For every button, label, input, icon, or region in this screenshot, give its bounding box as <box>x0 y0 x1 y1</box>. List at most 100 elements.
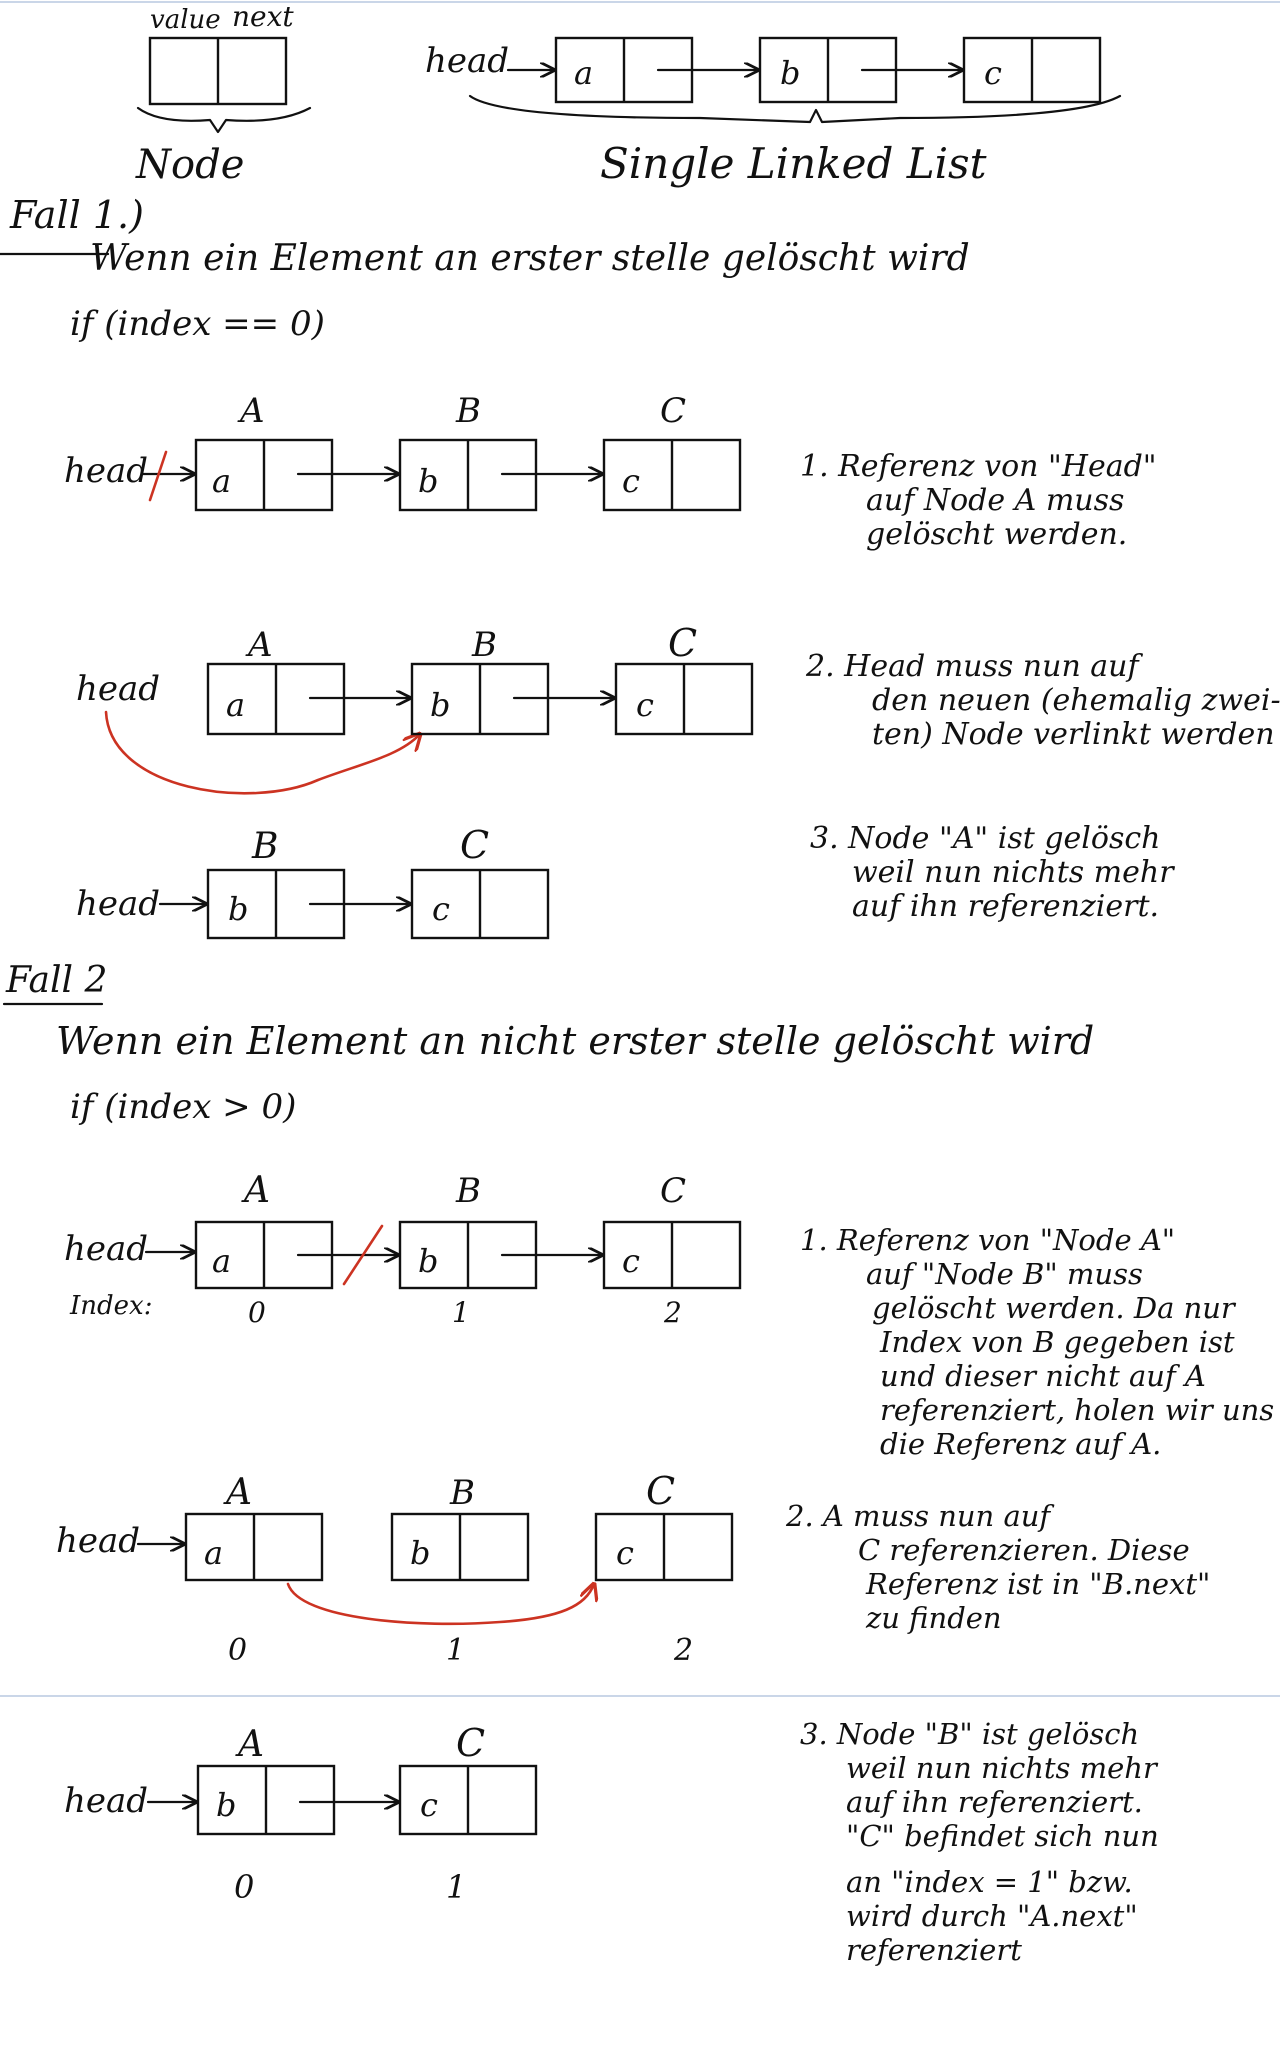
index-number: 1 <box>446 1868 466 1906</box>
note-line: auf "Node B" muss <box>866 1257 1143 1291</box>
index-number: 0 <box>248 1296 266 1329</box>
note-line: gelöscht werden. <box>866 517 1127 552</box>
head-label: head <box>56 1521 140 1561</box>
node-value: c <box>432 890 450 928</box>
case2-step2: A B C head a b c 0 1 2 <box>56 1469 1220 1668</box>
node-value: b <box>430 686 450 724</box>
index-row-label: Index: <box>69 1291 152 1321</box>
index-number: 0 <box>228 1633 247 1668</box>
list-node: a <box>194 438 334 512</box>
case2-step3: A C head b c 0 1 3. Node "B" ist gelösch… <box>64 1717 1168 1967</box>
node-value: b <box>216 1786 236 1824</box>
node-value: a <box>204 1534 223 1572</box>
step-note: 2. A muss nun auf C referenzieren. Diese… <box>785 1499 1220 1635</box>
list-node: a <box>184 1512 324 1582</box>
node-letter: B <box>455 1171 481 1211</box>
head-label: head <box>64 451 148 491</box>
note-line: weil nun nichts mehr <box>846 1751 1159 1785</box>
head-label: head <box>64 1781 148 1821</box>
case2-section: Fall 2 Wenn ein Element an nicht erster … <box>0 960 1280 1967</box>
bypass-reference-arrow <box>286 1584 594 1626</box>
node-letter: C <box>646 1469 675 1513</box>
node-value: b <box>228 890 248 928</box>
case2-description: Wenn ein Element an nicht erster stelle … <box>56 1019 1094 1063</box>
node-letter: C <box>668 621 697 665</box>
removed-reference-mark <box>148 450 168 502</box>
node-letter: C <box>660 391 686 431</box>
note-line: referenziert, holen wir uns <box>880 1393 1274 1427</box>
note-line: referenziert <box>846 1933 1022 1967</box>
list-brace <box>468 94 1122 124</box>
note-line: wird durch "A.next" <box>846 1899 1138 1933</box>
node-value: c <box>622 462 640 500</box>
node-field-next-label: next <box>232 0 294 33</box>
note-line: 3. Node "A" ist gelösch <box>810 821 1160 856</box>
removed-reference-mark <box>342 1224 384 1286</box>
node-letter: A <box>237 391 265 431</box>
list-node: c <box>594 1512 734 1582</box>
step-note: 1. Referenz von "Head" auf Node A muss g… <box>800 449 1166 552</box>
step-note: 2. Head muss nun auf den neuen (ehemalig… <box>805 649 1280 752</box>
node-letter: A <box>223 1472 252 1513</box>
intro-head-label: head <box>425 41 509 81</box>
node-value: b <box>410 1534 430 1572</box>
step-note: 3. Node "B" ist gelösch weil nun nichts … <box>800 1717 1168 1967</box>
step-note: 3. Node "A" ist gelösch weil nun nichts … <box>810 821 1183 924</box>
case1-condition: if (index == 0) <box>70 304 325 344</box>
index-number: 2 <box>663 1296 682 1329</box>
list-node: c <box>410 868 550 940</box>
list-caption: Single Linked List <box>600 139 987 188</box>
list-node: c <box>614 662 754 736</box>
case1-heading: Fall 1.) <box>9 193 144 237</box>
node-field-value-label: value <box>150 5 221 35</box>
index-number: 1 <box>446 1633 465 1668</box>
node-letter: B <box>251 826 278 867</box>
node-letter: A <box>235 1724 264 1765</box>
node-brace <box>136 106 312 134</box>
node-letter: B <box>471 625 497 665</box>
new-head-reference-arrow <box>104 710 420 795</box>
note-line: C referenzieren. Diese <box>858 1533 1190 1567</box>
node-letter: B <box>455 391 481 431</box>
index-number: 2 <box>673 1633 693 1668</box>
node-value: c <box>622 1242 640 1280</box>
note-line: 2. Head muss nun auf <box>805 649 1144 684</box>
note-line: ten) Node verlinkt werden <box>872 717 1275 752</box>
list-node: b <box>196 1764 336 1836</box>
intro-node-value: b <box>780 54 800 92</box>
note-line: an "index = 1" bzw. <box>846 1865 1133 1899</box>
node-value: c <box>616 1534 634 1572</box>
case1-step3: B C head b c 3. Node "A" ist gelösch wei… <box>76 821 1183 940</box>
node-value: c <box>420 1786 438 1824</box>
list-node: c <box>398 1764 538 1836</box>
note-line: auf Node A muss <box>866 483 1124 518</box>
intro-node-value: c <box>984 54 1002 92</box>
note-line: "C" befindet sich nun <box>846 1819 1159 1853</box>
node-value: b <box>418 1242 438 1280</box>
note-line: Index von B gegeben ist <box>879 1325 1235 1359</box>
intro-section: value next Node head a b c Single Linked… <box>135 0 1122 188</box>
case2-condition: if (index > 0) <box>70 1087 296 1127</box>
note-line: und dieser nicht auf A <box>880 1359 1206 1393</box>
case1-description: Wenn ein Element an erster stelle gelösc… <box>90 238 970 279</box>
case2-step1: A B C head Index: a b c <box>64 1170 1274 1461</box>
head-label: head <box>76 884 160 924</box>
case2-heading: Fall 2 <box>5 960 107 1001</box>
list-node: c <box>602 438 742 512</box>
case1-step2: A B C head a b c 2. Head m <box>76 621 1280 795</box>
node-value: b <box>418 462 438 500</box>
node-box <box>148 36 288 106</box>
index-number: 0 <box>234 1868 254 1906</box>
node-value: a <box>226 686 245 724</box>
node-letter: A <box>245 625 273 665</box>
intro-list-node: c <box>962 36 1102 104</box>
note-line: 2. A muss nun auf <box>785 1499 1055 1533</box>
note-line: 1. Referenz von "Head" <box>800 449 1157 484</box>
node-value: c <box>636 686 654 724</box>
note-line: auf ihn referenziert. <box>852 889 1159 924</box>
list-node: c <box>602 1220 742 1290</box>
note-line: die Referenz auf A. <box>880 1427 1161 1461</box>
node-letter: B <box>449 1473 475 1513</box>
index-number: 1 <box>452 1296 470 1329</box>
